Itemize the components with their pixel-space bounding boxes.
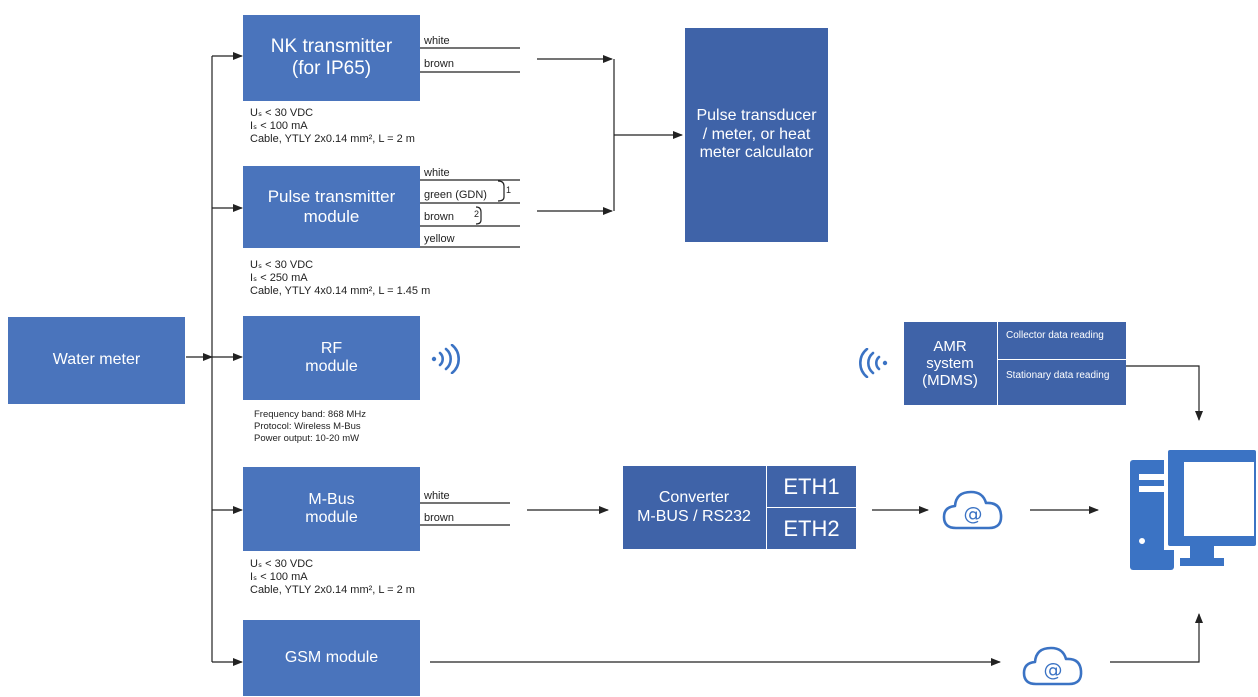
- nk-spec-voltage: Uₛ < 30 VDC: [250, 107, 314, 119]
- water-meter-label: Water meter: [52, 351, 141, 369]
- mbus-wire-white: white: [424, 490, 450, 502]
- rf-spec-frequency: Frequency band: 868 MHz: [254, 409, 366, 420]
- pulse-transducer-line3: meter calculator: [699, 144, 814, 162]
- svg-text:@: @: [1044, 659, 1063, 681]
- eth1-label: ETH1: [783, 473, 840, 499]
- amr-label-mdms: (MDMS): [922, 372, 978, 390]
- pulse-wire-brown: brown: [424, 211, 454, 223]
- bracket-mark-2: 2: [474, 209, 480, 219]
- nk-specs: Uₛ < 30 VDC Iₛ < 100 mA Cable, YTLY 2x0.…: [250, 107, 415, 146]
- amr-label: AMR: [933, 337, 967, 355]
- water-meter-box: Water meter: [8, 317, 185, 404]
- nk-wire-brown: brown: [424, 58, 454, 70]
- rf-spec-power: Power output: 10-20 mW: [254, 433, 360, 444]
- nk-transmitter-sublabel: (for IP65): [291, 58, 372, 79]
- converter-label: Converter: [658, 489, 730, 507]
- gsm-module-label: GSM module: [284, 648, 379, 666]
- wireless-signal-icon: [431, 344, 460, 374]
- amr-system-box: [904, 322, 1126, 405]
- pulse-transmitter-sublabel: module: [303, 207, 360, 226]
- mbus-spec-cable: Cable, YTLY 2x0.14 mm², L = 2 m: [250, 584, 415, 596]
- rf-specs: Frequency band: 868 MHz Protocol: Wirele…: [254, 409, 366, 445]
- amr-divider-v: [997, 322, 998, 405]
- eth2-label: ETH2: [783, 515, 840, 541]
- cloud-at-icon: @: [942, 490, 1003, 530]
- pulse-transmitter-label: Pulse transmitter: [267, 187, 396, 207]
- mbus-spec-voltage: Uₛ < 30 VDC: [250, 558, 314, 570]
- amr-label-system: system: [926, 354, 974, 372]
- amr-option-collector: Collector data reading: [1006, 330, 1104, 341]
- mbus-wire-brown: brown: [424, 512, 454, 524]
- svg-text:@: @: [964, 503, 983, 525]
- nk-transmitter-box: NK transmitter (for IP65): [243, 15, 420, 101]
- mbus-module-sublabel: module: [305, 509, 358, 526]
- amr-divider-h: [997, 359, 1126, 360]
- mbus-spec-current: Iₛ < 100 mA: [250, 571, 308, 583]
- converter-main: Converter M-BUS / RS232: [623, 466, 765, 549]
- amr-option-stationary: Stationary data reading: [1006, 370, 1110, 381]
- pulse-transducer-box: Pulse transducer / meter, or heat meter …: [685, 28, 828, 242]
- rf-spec-protocol: Protocol: Wireless M-Bus: [254, 421, 361, 432]
- pulse-transducer-line1: Pulse transducer: [696, 107, 817, 125]
- mbus-module-label: M-Bus: [308, 490, 355, 508]
- nk-transmitter-label: NK transmitter: [270, 36, 393, 58]
- gsm-module-box: GSM module: [243, 620, 420, 696]
- amr-system-main: AMR system (MDMS): [904, 322, 996, 405]
- mbus-module-box: M-Bus module: [243, 467, 420, 551]
- cloud-at-icon: @: [1022, 646, 1083, 686]
- wireless-signal-icon: [859, 348, 888, 378]
- rf-module-sublabel: module: [305, 358, 358, 375]
- mbus-specs: Uₛ < 30 VDC Iₛ < 100 mA Cable, YTLY 2x0.…: [250, 558, 415, 597]
- rf-module-box: RF module: [243, 316, 420, 400]
- nk-spec-cable: Cable, YTLY 2x0.14 mm², L = 2 m: [250, 133, 415, 145]
- bracket-mark-1: 1: [506, 185, 512, 195]
- nk-wire-white: white: [424, 35, 450, 47]
- pulse-spec-cable: Cable, YTLY 4x0.14 mm², L = 1.45 m: [250, 285, 431, 297]
- desktop-computer-icon: [1130, 448, 1256, 570]
- pulse-wire-green: green (GDN): [424, 189, 487, 201]
- pulse-transmitter-box: Pulse transmitter module: [243, 166, 420, 248]
- pulse-wire-yellow: yellow: [424, 233, 455, 245]
- eth2-port: ETH2: [767, 508, 856, 549]
- pulse-spec-voltage: Uₛ < 30 VDC: [250, 259, 314, 271]
- pulse-transducer-line2: / meter, or heat: [702, 125, 811, 143]
- nk-spec-current: Iₛ < 100 mA: [250, 120, 308, 132]
- rf-module-label: RF: [320, 339, 343, 357]
- pulse-wire-white: white: [424, 167, 450, 179]
- pulse-spec-current: Iₛ < 250 mA: [250, 272, 308, 284]
- eth1-port: ETH1: [767, 466, 856, 507]
- converter-sublabel: M-BUS / RS232: [637, 507, 751, 525]
- pulse-specs: Uₛ < 30 VDC Iₛ < 250 mA Cable, YTLY 4x0.…: [250, 259, 430, 298]
- converter-divider-h: [766, 507, 856, 508]
